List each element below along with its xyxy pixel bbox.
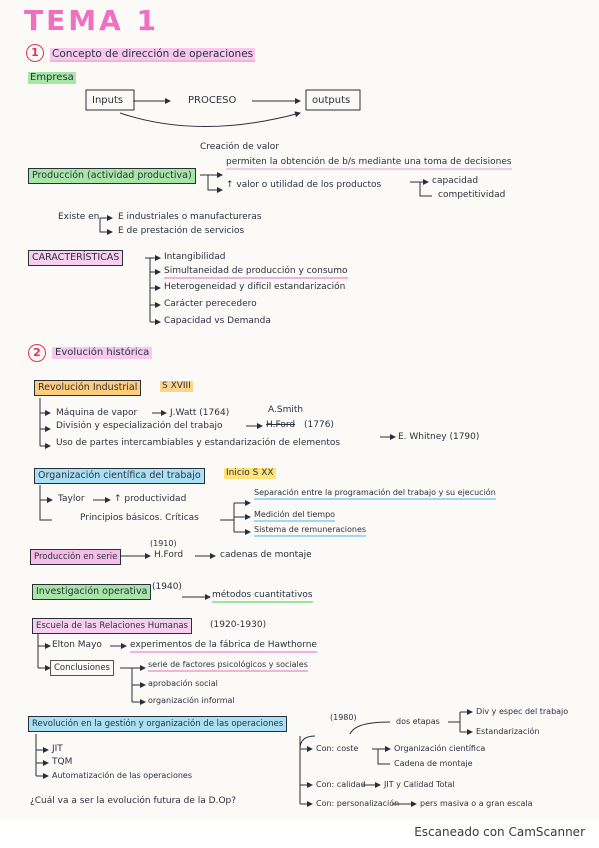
section-number-1: 1 [26, 44, 44, 62]
escuela-box: Escuela de las Relaciones Humanas [32, 618, 192, 634]
pers-masiva: pers masiva o a gran escala [420, 799, 533, 808]
notebook-page [0, 0, 599, 820]
jit-calidad: JIT y Calidad Total [384, 780, 455, 789]
hford: H.Ford [154, 550, 184, 560]
concl-item: serie de factores psicológicos y sociale… [148, 660, 308, 672]
section-number-2: 2 [28, 344, 46, 362]
produccion-box: Producción (actividad productiva) [28, 168, 196, 184]
outputs-label: outputs [312, 95, 351, 106]
inicio-sxx: Inicio S XX [224, 468, 276, 479]
empresa-label: Empresa [28, 72, 76, 84]
competitividad-text: competitividad [438, 190, 506, 200]
investigacion-box: Investigación operativa [32, 584, 152, 600]
gest-item: Automatización de las operaciones [52, 771, 192, 780]
productividad: ↑ productividad [114, 494, 187, 504]
gest-item: TQM [52, 757, 73, 767]
year-1980: (1980) [330, 713, 357, 722]
estandarizacion: Estandarización [476, 727, 540, 736]
car-item: Carácter perecedero [164, 299, 257, 309]
con-coste: Con: coste [316, 744, 359, 753]
crit-item: Separación entre la programación del tra… [254, 488, 496, 500]
con-personalizacion: Con: personalización [316, 799, 400, 808]
connector-lines [35, 89, 473, 807]
car-item: Simultaneidad de producción y consumo [164, 266, 348, 279]
section-1-heading: Concepto de dirección de operaciones [50, 48, 256, 62]
rev-item: División y especialización del trabajo [56, 421, 223, 431]
year-1910: (1910) [150, 539, 177, 548]
year-1940: (1940) [152, 582, 182, 592]
con-calidad: Con: calidad [316, 780, 366, 789]
capacidad-text: capacidad [432, 176, 479, 186]
caracteristicas-box: CARACTERÍSTICAS [28, 250, 124, 266]
revolucion-gestion-box: Revolución en la gestión y organización … [28, 716, 288, 732]
cadena-montaje: Cadena de montaje [394, 759, 473, 768]
year-1920: (1920-1930) [210, 620, 267, 630]
pregunta-evolucion: ¿Cuál va a ser la evolución futura de la… [30, 796, 237, 806]
taylor: Taylor [58, 494, 85, 504]
section-2-heading: Evolución histórica [52, 347, 153, 359]
proceso-label: PROCESO [188, 95, 237, 106]
revolucion-box: Revolución Industrial [34, 380, 142, 396]
produccion-serie-box: Producción en serie [30, 549, 122, 565]
inputs-label: Inputs [92, 95, 124, 106]
rev-item: Uso de partes intercambiables y estandar… [56, 438, 341, 448]
dos-etapas: dos etapas [396, 717, 440, 726]
year-1776: (1776) [304, 420, 334, 430]
scanner-watermark: Escaneado con CamScanner [414, 825, 585, 839]
valor-text: ↑ valor o utilidad de los productos [226, 180, 382, 190]
car-item: Capacidad vs Demanda [164, 316, 271, 326]
div-esp: Div y espec del trabajo [476, 707, 569, 716]
gest-item: JIT [52, 744, 63, 754]
metodos-cuantitativos: métodos cuantitativos [212, 590, 313, 603]
car-item: Intangibilidad [164, 252, 226, 262]
elton-mayo: Elton Mayo [52, 640, 102, 650]
asmith: A.Smith [268, 405, 304, 415]
creacion-valor: Creación de valor [200, 142, 280, 152]
hford-strike: H.Ford [266, 420, 296, 430]
permiten-text: permiten la obtención de b/s mediante un… [226, 157, 512, 170]
scanner-footer: Escaneado con CamScanner [0, 820, 599, 848]
concl-item: aprobación social [148, 679, 218, 688]
jwatt: J.Watt (1764) [170, 408, 230, 418]
org-cientifica-2: Organización científica [394, 744, 486, 753]
existe-item-2: E de prestación de servicios [118, 226, 245, 236]
existe-item-1: E industriales o manufactureras [118, 212, 262, 222]
crit-item: Sistema de remuneraciones [254, 525, 367, 537]
page-title: TEMA 1 [24, 4, 159, 37]
ewhitney: E. Whitney (1790) [398, 432, 480, 442]
cadenas-montaje: cadenas de montaje [220, 550, 312, 560]
conclusiones-box: Conclusiones [50, 660, 114, 676]
rev-item: Máquina de vapor [56, 408, 138, 418]
siglo-xviii: S XVIII [160, 381, 193, 392]
experimentos: experimentos de la fábrica de Hawthorne [130, 640, 317, 653]
principios: Principios básicos. Críticas [80, 513, 199, 523]
concl-item: organización informal [148, 696, 235, 705]
car-item: Heterogeneidad y dificil estandarización [164, 282, 346, 292]
crit-item: Medición del tiempo [254, 510, 336, 522]
org-cientifica-box: Organización científica del trabajo [34, 468, 205, 484]
existe-en-label: Existe en [58, 212, 100, 222]
